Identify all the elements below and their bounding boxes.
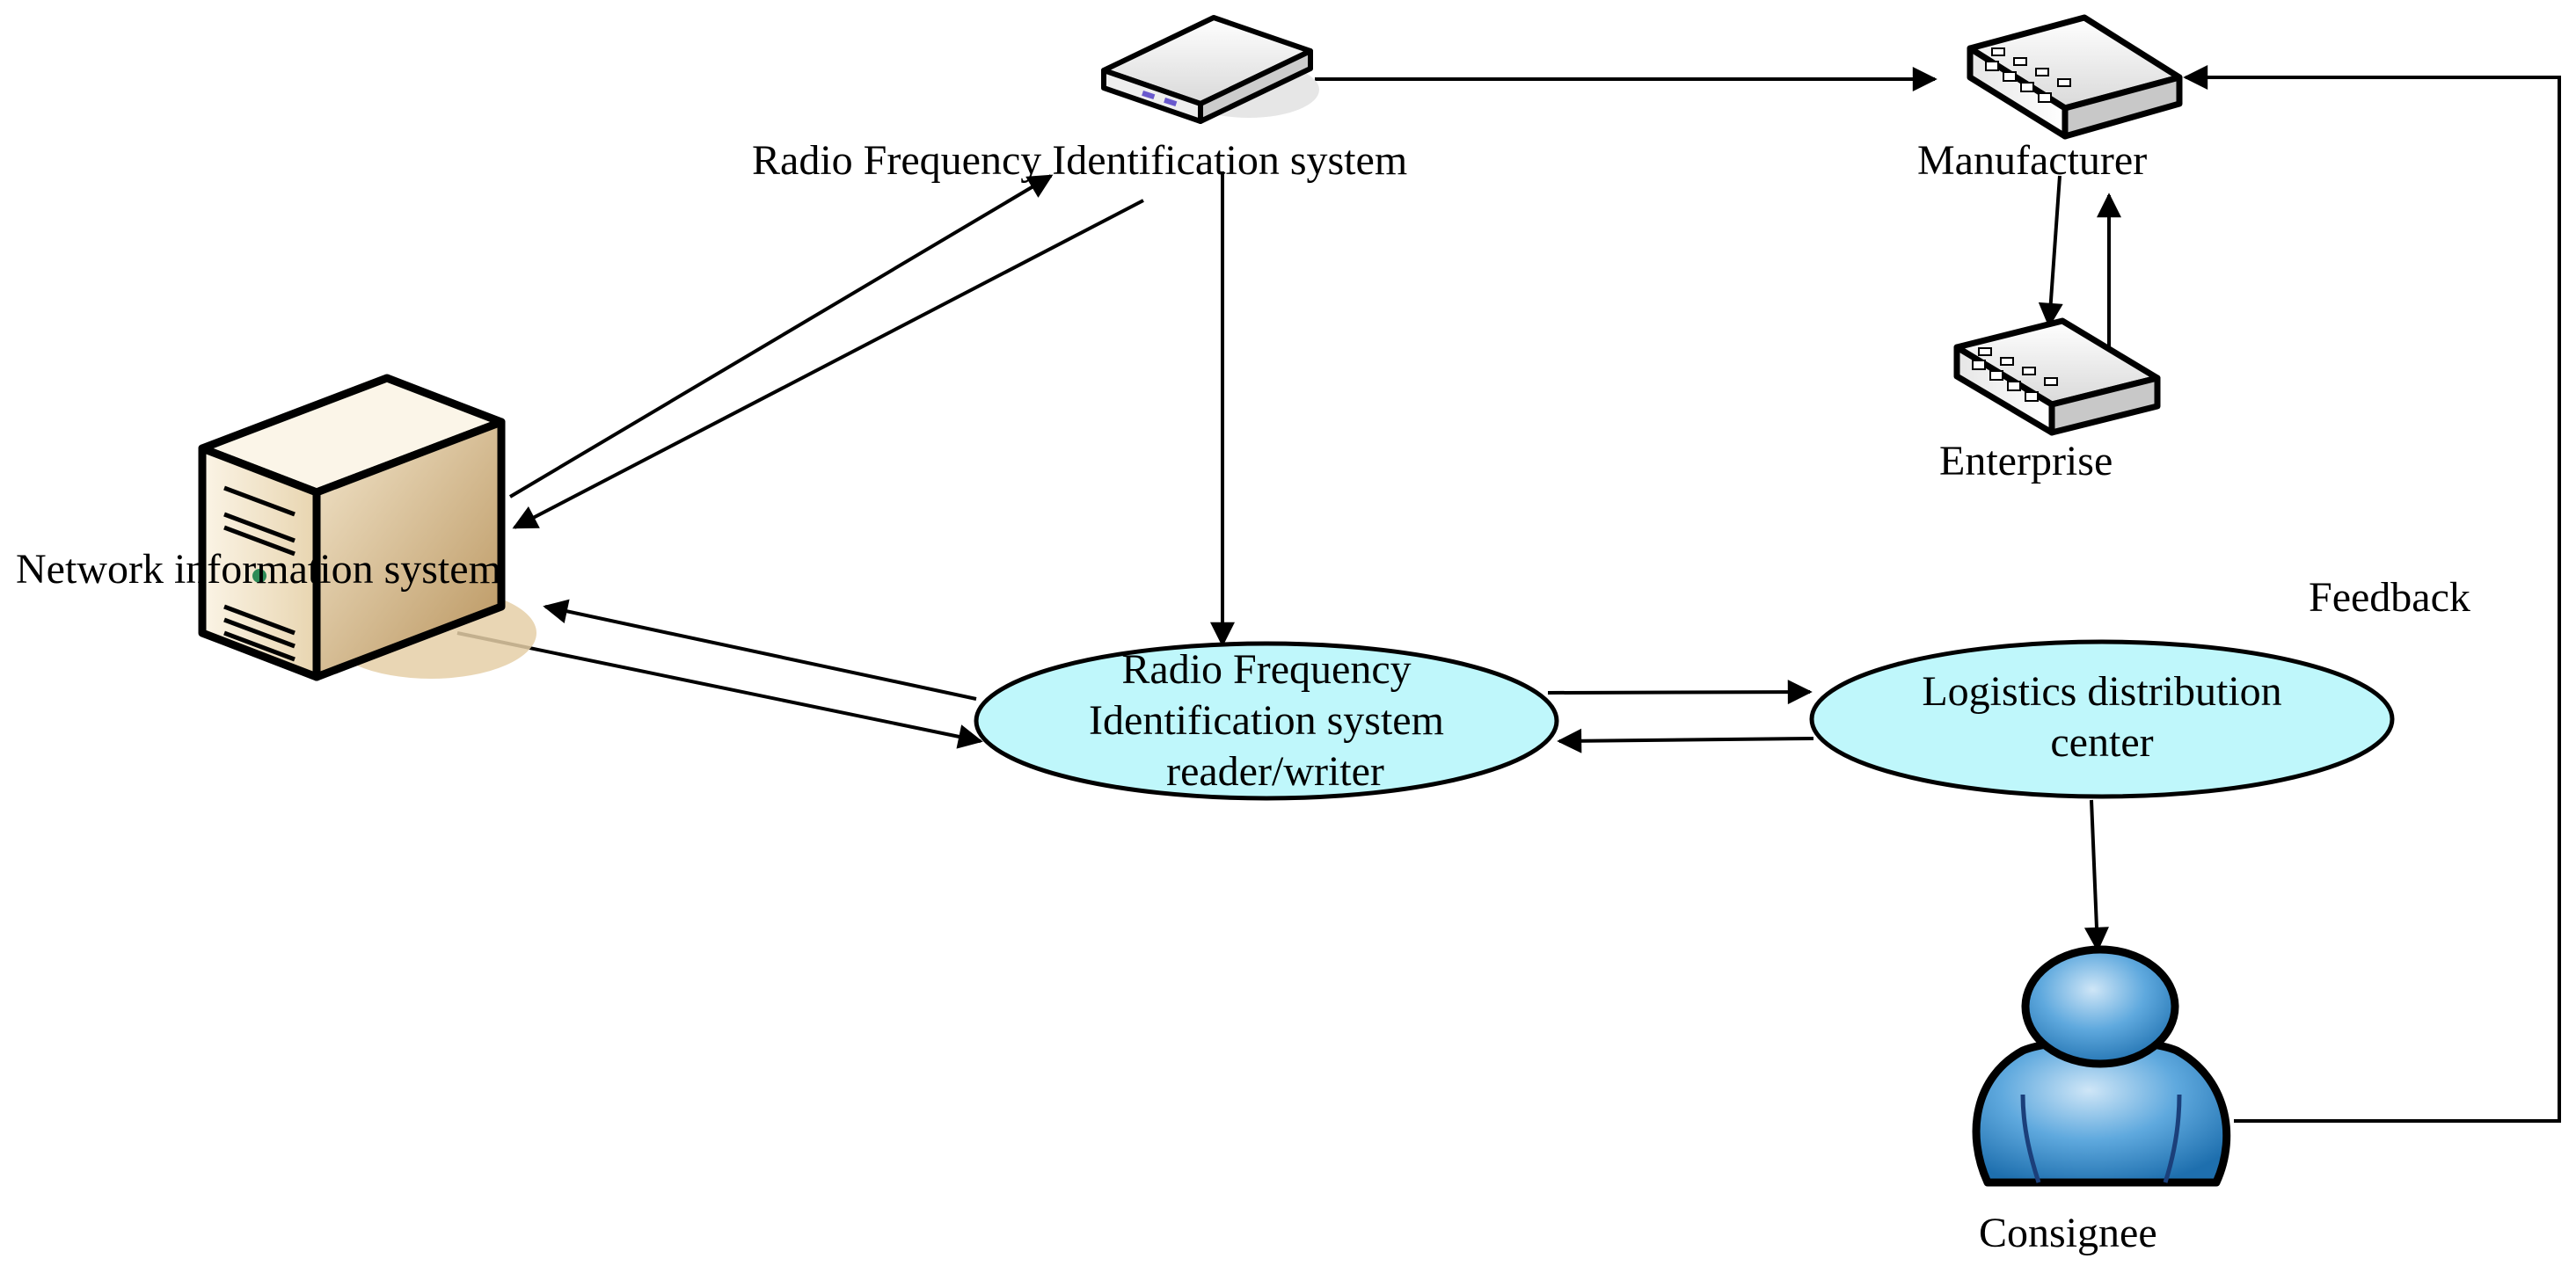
feedback-label: Feedback (2309, 574, 2470, 621)
edge-feedback (2183, 65, 2561, 1123)
manufacturer-switch-icon (1967, 14, 2183, 140)
rfid-reader-line-2: Identification system (1089, 697, 1444, 744)
edge-network-to-reader (456, 631, 983, 749)
rfid-reader-line-1: Radio Frequency (1121, 646, 1411, 693)
edges (456, 65, 2561, 1123)
network-info-label: Network information system (16, 546, 501, 593)
manufacturer-label: Manufacturer (1917, 137, 2147, 184)
user-icon (1972, 945, 2231, 1187)
edge-network-to-rfid-system (508, 174, 1054, 498)
rfid-system-label: Radio Frequency Identification system (752, 137, 1407, 184)
rfid-reader-line-3: reader/writer (1166, 748, 1384, 795)
rfid-reader-node: Radio Frequency Identification system re… (974, 641, 1559, 801)
edge-logistics-to-reader (1557, 728, 1814, 753)
edge-rfid-system-to-network (512, 199, 1144, 529)
edge-reader-to-logistics (1547, 680, 1813, 705)
logistics-line-1: Logistics distribution (1922, 668, 2281, 715)
rfid-system-device-icon (1101, 15, 1319, 124)
enterprise-switch-icon (1953, 317, 2161, 436)
logistics-line-2: center (2050, 719, 2153, 766)
consignee-label: Consignee (1979, 1210, 2157, 1256)
logistics-node: Logistics distribution center (1809, 639, 2395, 799)
edge-reader-to-network (543, 599, 977, 701)
edge-manufacturer-to-enterprise (2038, 175, 2063, 328)
server-tower-icon (198, 374, 536, 681)
edge-logistics-to-consignee (2083, 799, 2109, 952)
enterprise-label: Enterprise (1939, 438, 2113, 484)
